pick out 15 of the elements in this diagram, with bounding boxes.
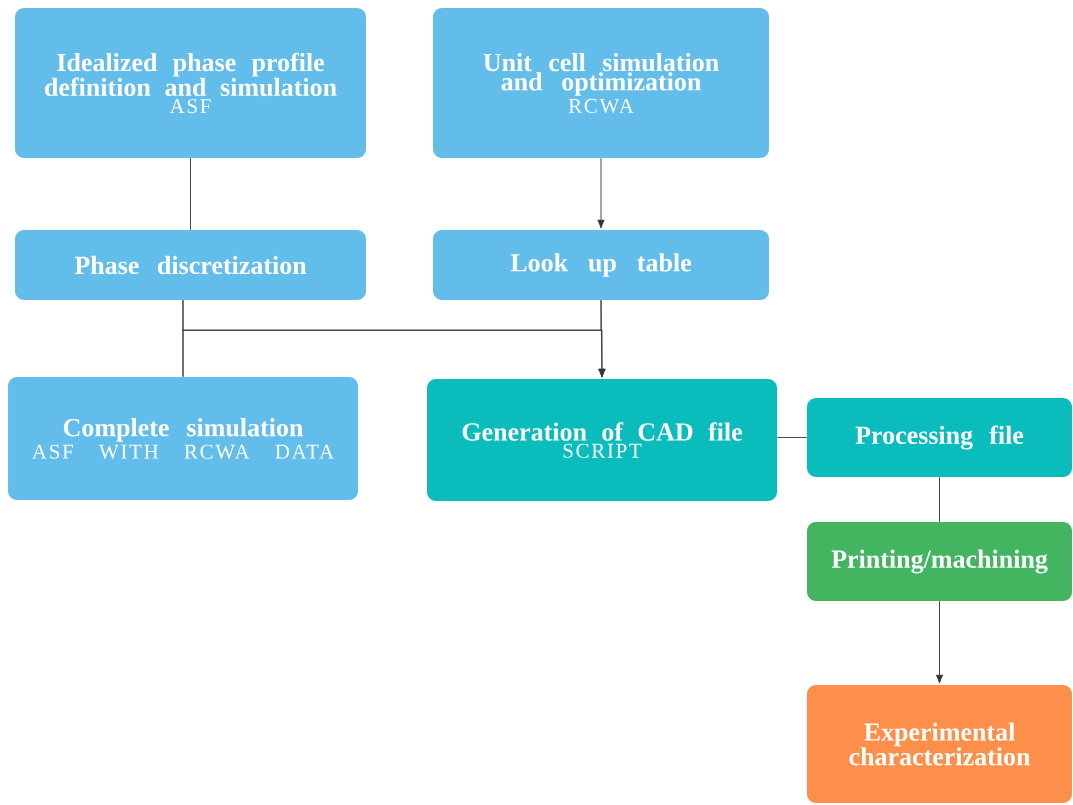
connector [190,157,191,231]
process-box: Unit cell simulation and optimization RCWA [433,8,769,158]
process-box: Look up table [433,230,769,300]
connector [598,299,606,378]
connector [776,437,808,438]
process-box: Phase discretization [15,230,366,300]
connector [939,476,940,523]
process-box: Printing/machining [807,522,1072,601]
process-box: Idealized phase profile definition and simulation ASF [15,8,366,158]
process-box: Experimental characterization [807,685,1072,803]
process-box: Complete simulation ASF WITH RCWA DATA [8,377,358,500]
process-box: Processing file [807,398,1072,477]
connector [935,600,944,684]
process-box: Generation of CAD file SCRIPT [427,379,777,501]
connector [597,157,605,229]
